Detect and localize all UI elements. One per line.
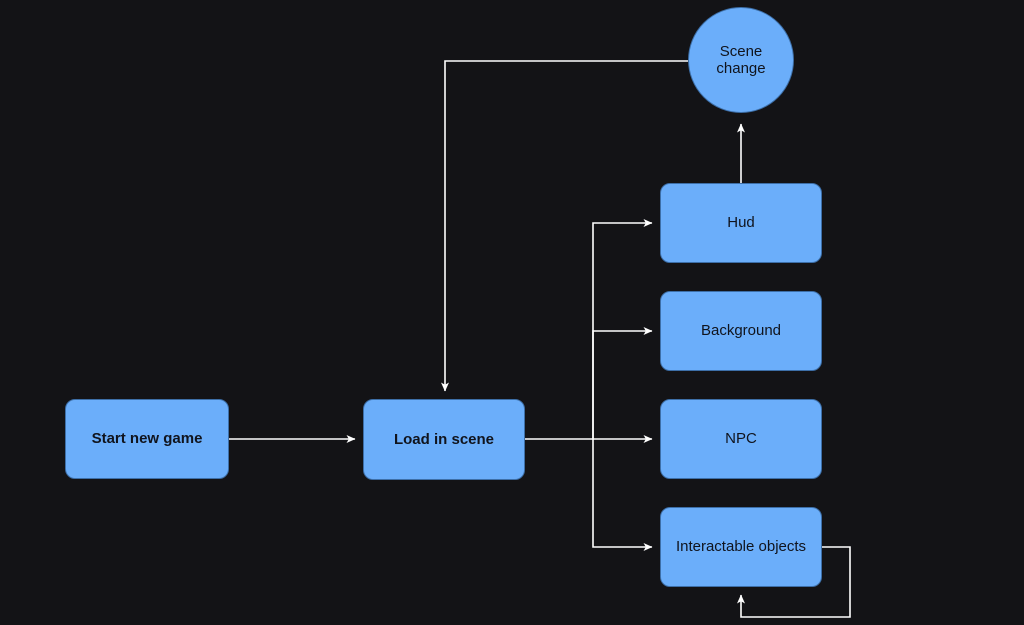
edge-load-to-background xyxy=(592,327,653,439)
node-load-in-scene[interactable]: Load in scene xyxy=(363,399,525,480)
node-npc[interactable]: NPC xyxy=(660,399,822,479)
node-scene-change[interactable]: Scene change xyxy=(688,7,794,113)
node-start-new-game[interactable]: Start new game xyxy=(65,399,229,479)
node-hud[interactable]: Hud xyxy=(660,183,822,263)
node-label-hud: Hud xyxy=(727,214,755,232)
node-label-start-new-game: Start new game xyxy=(91,430,203,448)
node-background[interactable]: Background xyxy=(660,291,822,371)
edge-load-to-interactable xyxy=(592,439,653,551)
node-label-background: Background xyxy=(700,322,782,340)
node-interactable-objects[interactable]: Interactable objects xyxy=(660,507,822,587)
node-label-load-in-scene: Load in scene xyxy=(393,430,495,448)
node-label-npc: NPC xyxy=(725,430,757,448)
node-label-interactable-objects: Interactable objects xyxy=(675,538,807,556)
edge-interactable-self-loop xyxy=(737,546,851,618)
node-label-scene-change: Scene change xyxy=(716,42,766,77)
edge-scene-change-to-load xyxy=(441,60,688,392)
edge-paths-group xyxy=(229,60,851,618)
